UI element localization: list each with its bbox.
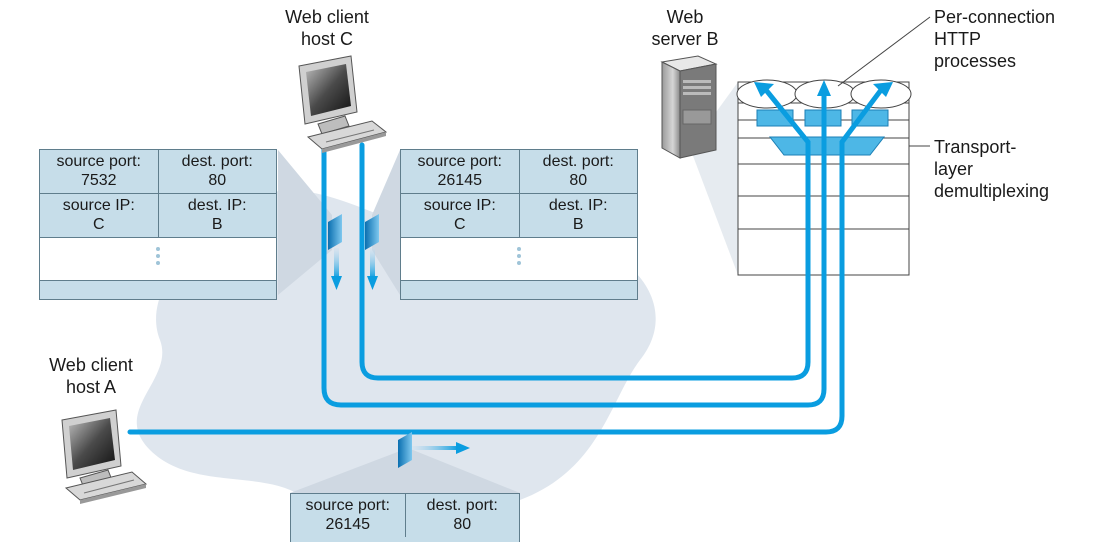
connection-c-7532: [321, 85, 827, 408]
dest-port-cell: dest. port: 80: [404, 494, 520, 537]
dest-ip-cell: dest. IP: B: [157, 194, 277, 237]
payload-area: [40, 238, 276, 281]
dest-port-cell: dest. port: 80: [157, 150, 277, 193]
packet-right: [365, 214, 379, 290]
ip-row: source IP: C dest. IP: B: [401, 194, 637, 238]
source-port-cell: source port: 26145: [305, 497, 390, 533]
packet-left: [328, 214, 342, 290]
port-row: source port: 7532 dest. port: 80: [40, 150, 276, 194]
arrowheads: [754, 80, 893, 97]
source-ip-cell: source IP: C: [62, 197, 135, 233]
host-c-computer: [298, 55, 388, 153]
dest-port-cell: dest. port: 80: [518, 150, 638, 193]
label-host-c: Web client host C: [285, 7, 369, 49]
ip-row: source IP: C dest. IP: B: [40, 194, 276, 238]
dest-ip-cell: dest. IP: B: [518, 194, 638, 237]
host-a-computer: [61, 409, 148, 504]
source-port-cell: source port: 26145: [417, 153, 502, 189]
connection-c-26145: [359, 87, 811, 381]
callout-fan-right: [372, 150, 400, 295]
leader-processes: [837, 16, 931, 87]
port-row: source port: 26145 dest. port: 80: [401, 150, 637, 194]
demux-trapezoid: [768, 136, 886, 156]
label-demux: Transport- layer demultiplexing: [934, 137, 1050, 201]
server-tower: [660, 55, 718, 159]
segment-footer: [40, 281, 276, 299]
segment-header-left: source port: 7532 dest. port: 80 source …: [39, 149, 277, 300]
label-processes: Per-connection HTTP processes: [934, 7, 1056, 71]
callout-fan-left: [278, 150, 332, 295]
source-port-cell: source port: 7532: [56, 153, 141, 189]
ellipsis-dots: [156, 247, 160, 265]
connection-a-26145: [127, 87, 884, 435]
segment-header-bottom: source port: 26145 dest. port: 80: [290, 493, 520, 542]
segment-footer: [401, 281, 637, 299]
callout-fan-server: [690, 82, 738, 275]
payload-area: [401, 238, 637, 281]
label-host-a: Web client host A: [49, 355, 133, 397]
label-server-b: Web server B: [651, 7, 719, 49]
segment-header-right: source port: 26145 dest. port: 80 source…: [400, 149, 638, 300]
connection-lines: [127, 85, 884, 435]
source-ip-cell: source IP: C: [423, 197, 496, 233]
ellipsis-dots: [517, 247, 521, 265]
callout-fan-bottom: [290, 448, 520, 493]
packet-bottom: [398, 432, 470, 468]
port-row: source port: 26145 dest. port: 80: [291, 494, 519, 537]
